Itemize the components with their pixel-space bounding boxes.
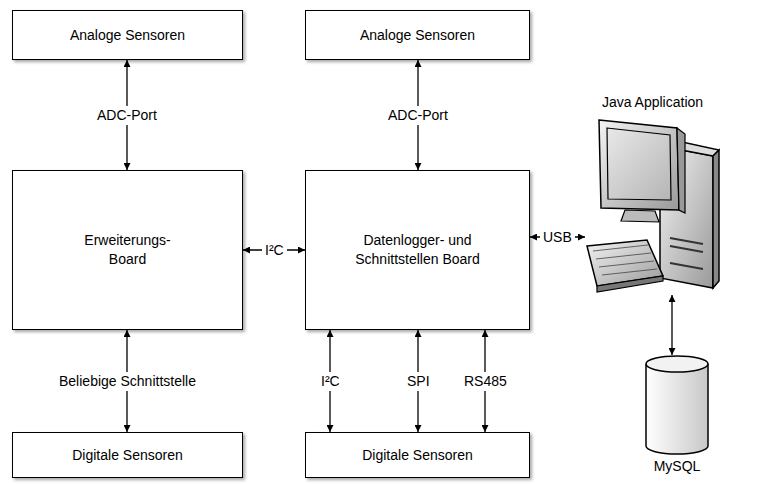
interface-label: ADC-Port xyxy=(94,106,160,125)
connector-arrow xyxy=(671,295,672,355)
interface-label: I²C xyxy=(318,372,343,391)
interface-label: SPI xyxy=(404,372,433,391)
computer-icon: Java Application xyxy=(585,118,720,295)
box-label: Analoge Sensoren xyxy=(70,26,185,45)
interface-label: ADC-Port xyxy=(385,106,451,125)
sensor-box: Analoge Sensoren xyxy=(12,10,243,60)
computer-drawing xyxy=(585,118,720,295)
icon-caption: MySQL xyxy=(615,458,739,474)
box-label: Erweiterungs-Board xyxy=(78,231,178,269)
interface-label: I²C xyxy=(262,241,287,260)
database-cylinder: MySQL xyxy=(645,355,709,455)
board-box: Datenlogger- und Schnittstellen Board xyxy=(305,170,530,330)
interface-label: RS485 xyxy=(461,372,510,391)
cylinder-drawing xyxy=(645,355,709,455)
sensor-box: Digitale Sensoren xyxy=(305,432,530,478)
interface-label: Beliebige Schnittstelle xyxy=(56,372,199,391)
box-label: Datenlogger- und Schnittstellen Board xyxy=(353,231,483,269)
box-label: Digitale Sensoren xyxy=(72,446,183,465)
box-label: Digitale Sensoren xyxy=(362,446,473,465)
interface-label: USB xyxy=(540,228,575,247)
sensor-box: Digitale Sensoren xyxy=(12,432,243,478)
icon-caption: Java Application xyxy=(555,94,750,110)
board-box: Erweiterungs-Board xyxy=(12,170,243,330)
box-label: Analoge Sensoren xyxy=(360,26,475,45)
sensor-box: Analoge Sensoren xyxy=(305,10,530,60)
